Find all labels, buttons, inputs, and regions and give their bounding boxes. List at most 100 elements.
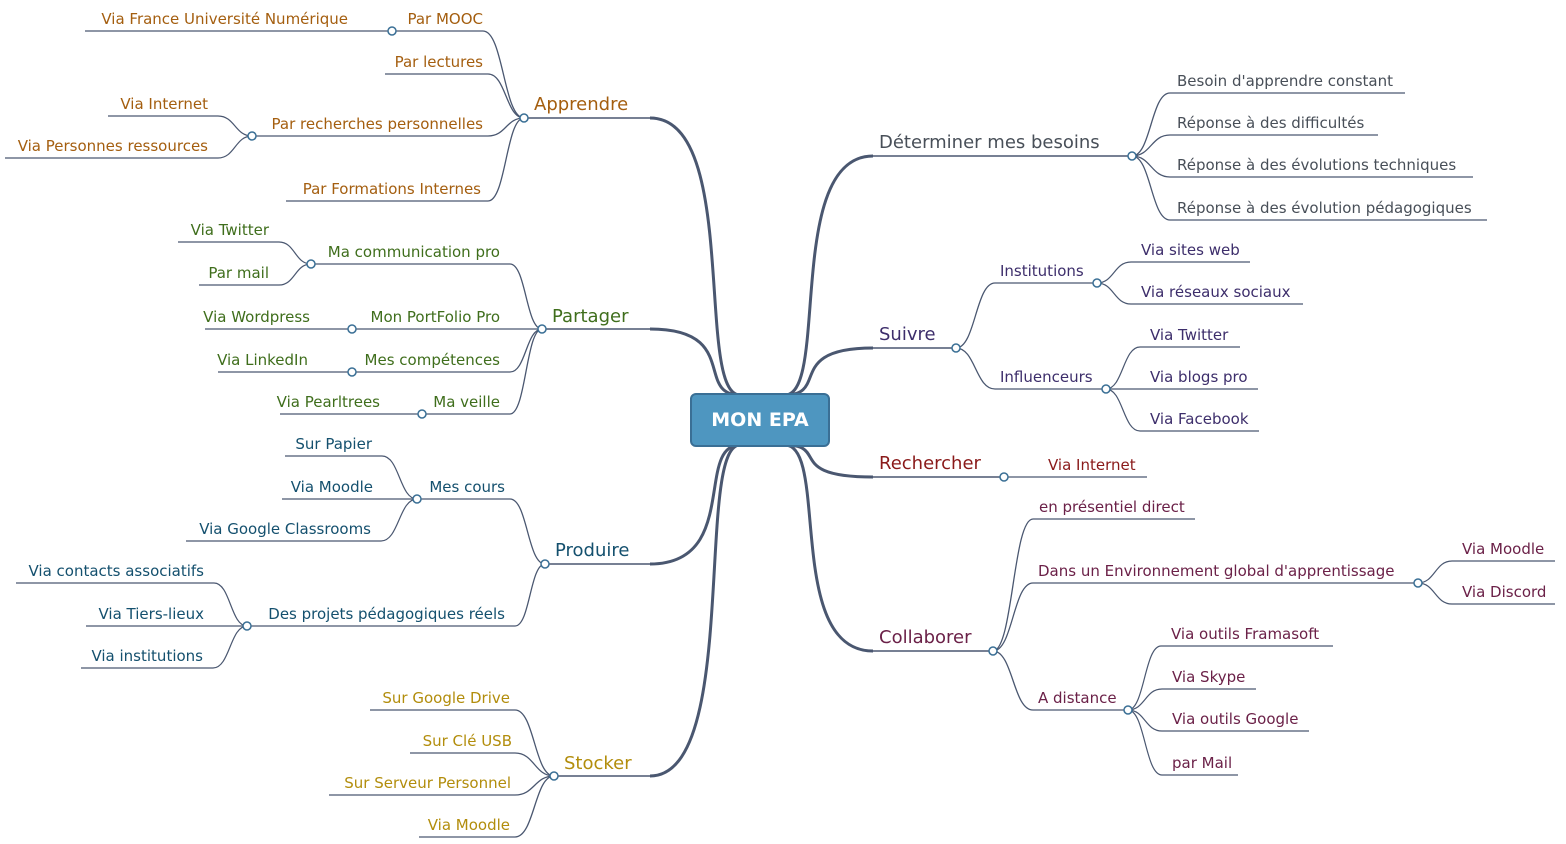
- branch-rechercher-trunk: [784, 443, 874, 479]
- branch-suivre-item-institutions-sub-via-reseaux-sociaux-link: [1096, 282, 1132, 305]
- branch-collaborer-trunk: [784, 443, 874, 653]
- branch-suivre-item-influenceurs-sub-via-twitter-label[interactable]: Via Twitter: [1150, 326, 1229, 344]
- branch-stocker-trunk: [649, 443, 741, 778]
- branch-suivre-item-influenceurs-sub-via-facebook-label[interactable]: Via Facebook: [1150, 410, 1249, 428]
- branch-produire-label[interactable]: Produire: [555, 540, 629, 561]
- branch-produire-item-des-projets-pedagogiques-reels-label[interactable]: Des projets pédagogiques réels: [268, 605, 505, 623]
- branch-suivre-label[interactable]: Suivre: [879, 324, 936, 345]
- branch-stocker-item-via-moodle-label[interactable]: Via Moodle: [428, 816, 510, 834]
- branch-apprendre-item-par-recherches-personnelles-node[interactable]: [247, 131, 257, 141]
- branch-partager-item-ma-veille-sub-via-pearltrees-label[interactable]: Via Pearltrees: [277, 393, 381, 411]
- branch-suivre-item-influenceurs-node[interactable]: [1101, 384, 1111, 394]
- branch-produire-item-mes-cours-sub-via-moodle-label[interactable]: Via Moodle: [291, 478, 373, 496]
- branch-stocker-item-sur-cle-usb-link: [514, 752, 555, 777]
- branch-stocker-item-sur-cle-usb-label[interactable]: Sur Clé USB: [423, 732, 512, 750]
- branch-partager-item-mon-portfolio-pro-sub-via-wordpress-label[interactable]: Via Wordpress: [203, 308, 310, 326]
- branch-apprendre-item-par-recherches-personnelles-label[interactable]: Par recherches personnelles: [272, 115, 484, 133]
- branch-stocker-label[interactable]: Stocker: [564, 753, 632, 774]
- branch-partager-item-ma-communication-pro-label[interactable]: Ma communication pro: [328, 243, 500, 261]
- branch-suivre-item-institutions-sub-via-sites-web-link: [1096, 261, 1132, 284]
- branch-apprendre-item-par-mooc-sub-via-france-universite-numerique-label[interactable]: Via France Université Numérique: [101, 10, 348, 28]
- branch-determiner-mes-besoins-label[interactable]: Déterminer mes besoins: [879, 132, 1100, 153]
- branch-apprendre-item-par-mooc-node[interactable]: [387, 26, 397, 36]
- branch-collaborer-item-a-distance-sub-via-outils-google-label[interactable]: Via outils Google: [1172, 710, 1298, 728]
- branch-produire-item-des-projets-pedagogiques-reels-sub-via-contacts-associatifs-label[interactable]: Via contacts associatifs: [28, 562, 204, 580]
- branch-collaborer-item-a-distance-node[interactable]: [1123, 705, 1133, 715]
- branch-produire-item-mes-cours-label[interactable]: Mes cours: [429, 478, 505, 496]
- branch-suivre-item-institutions-label[interactable]: Institutions: [1000, 262, 1084, 280]
- branch-apprendre-item-par-formations-internes-label[interactable]: Par Formations Internes: [303, 180, 481, 198]
- branch-produire-item-mes-cours-link: [509, 498, 546, 565]
- branch-produire-trunk: [649, 443, 741, 566]
- branch-determiner-mes-besoins-item-reponse-a-des-evolution-pedagogiques-label[interactable]: Réponse à des évolution pédagogiques: [1177, 199, 1472, 217]
- branch-apprendre-item-par-lectures-link: [487, 73, 525, 119]
- branch-determiner-mes-besoins-item-reponse-a-des-difficultes-link: [1131, 134, 1171, 157]
- branch-partager-item-ma-communication-pro-sub-par-mail-link: [278, 263, 312, 286]
- branch-produire-item-des-projets-pedagogiques-reels-node[interactable]: [242, 621, 252, 631]
- branch-apprendre-item-par-lectures-label[interactable]: Par lectures: [395, 53, 484, 71]
- branch-apprendre-item-par-recherches-personnelles-sub-via-internet-link: [217, 115, 253, 137]
- branch-suivre-item-institutions-sub-via-reseaux-sociaux-label[interactable]: Via réseaux sociaux: [1141, 283, 1291, 301]
- branch-apprendre-item-par-recherches-personnelles-sub-via-internet-label[interactable]: Via Internet: [120, 95, 208, 113]
- branch-partager-item-ma-communication-pro-sub-par-mail-label[interactable]: Par mail: [208, 264, 269, 282]
- branch-collaborer-item-a-distance-label[interactable]: A distance: [1038, 689, 1117, 707]
- branch-partager-item-mes-competences-node[interactable]: [347, 367, 357, 377]
- branch-partager-item-ma-veille-label[interactable]: Ma veille: [433, 393, 500, 411]
- branch-partager-item-ma-communication-pro-node[interactable]: [306, 259, 316, 269]
- branch-collaborer-item-dans-un-environnement-global-d-apprentissage-label[interactable]: Dans un Environnement global d'apprentis…: [1038, 562, 1394, 580]
- branch-partager-label[interactable]: Partager: [552, 306, 629, 327]
- branch-apprendre-node[interactable]: [519, 113, 529, 123]
- branch-suivre-item-influenceurs-label[interactable]: Influenceurs: [1000, 368, 1093, 386]
- branch-rechercher-label[interactable]: Rechercher: [879, 453, 982, 474]
- branch-produire-item-des-projets-pedagogiques-reels-sub-via-institutions-label[interactable]: Via institutions: [91, 647, 203, 665]
- branch-produire-item-mes-cours-sub-sur-papier-label[interactable]: Sur Papier: [295, 435, 372, 453]
- branch-partager-item-mes-competences-label[interactable]: Mes compétences: [365, 351, 501, 369]
- branch-stocker-item-sur-serveur-personnel-label[interactable]: Sur Serveur Personnel: [344, 774, 511, 792]
- branch-apprendre-item-par-recherches-personnelles-sub-via-personnes-ressources-link: [217, 135, 253, 159]
- branch-suivre-item-influenceurs-sub-via-twitter-link: [1105, 346, 1141, 390]
- branch-suivre-node[interactable]: [951, 343, 961, 353]
- branch-apprendre-item-par-mooc-label[interactable]: Par MOOC: [407, 10, 483, 28]
- branch-partager-item-ma-communication-pro-sub-via-twitter-link: [278, 241, 312, 265]
- branch-suivre-item-institutions-node[interactable]: [1092, 278, 1102, 288]
- branch-collaborer-item-a-distance-sub-via-skype-label[interactable]: Via Skype: [1172, 668, 1245, 686]
- branch-produire-item-des-projets-pedagogiques-reels-link: [514, 563, 546, 627]
- branch-collaborer-item-a-distance-sub-via-outils-framasoft-label[interactable]: Via outils Framasoft: [1171, 625, 1319, 643]
- branch-produire-item-mes-cours-sub-via-google-classrooms-label[interactable]: Via Google Classrooms: [199, 520, 371, 538]
- branch-collaborer-item-dans-un-environnement-global-d-apprentissage-sub-via-moodle-label[interactable]: Via Moodle: [1462, 540, 1544, 558]
- branch-produire-node[interactable]: [540, 559, 550, 569]
- branch-apprendre-item-par-recherches-personnelles-sub-via-personnes-ressources-label[interactable]: Via Personnes ressources: [18, 137, 208, 155]
- branch-collaborer-label[interactable]: Collaborer: [879, 627, 972, 648]
- branch-partager-item-mes-competences-sub-via-linkedin-label[interactable]: Via LinkedIn: [217, 351, 308, 369]
- branch-partager-node[interactable]: [537, 324, 547, 334]
- branch-stocker-node[interactable]: [549, 771, 559, 781]
- branch-collaborer-item-dans-un-environnement-global-d-apprentissage-link: [992, 582, 1034, 652]
- branch-rechercher-item-via-internet-label[interactable]: Via Internet: [1048, 456, 1136, 474]
- branch-collaborer-item-dans-un-environnement-global-d-apprentissage-sub-via-discord-label[interactable]: Via Discord: [1462, 583, 1546, 601]
- branch-produire-item-mes-cours-node[interactable]: [412, 494, 422, 504]
- branch-determiner-mes-besoins-node[interactable]: [1127, 151, 1137, 161]
- branch-partager-item-ma-communication-pro-sub-via-twitter-label[interactable]: Via Twitter: [191, 221, 270, 239]
- central-topic[interactable]: MON EPA: [690, 393, 830, 447]
- branch-collaborer-item-a-distance-sub-par-mail-label[interactable]: par Mail: [1172, 754, 1232, 772]
- branch-collaborer-item-a-distance-link: [992, 650, 1034, 711]
- branch-suivre-item-influenceurs-link: [955, 347, 996, 390]
- branch-determiner-mes-besoins-item-besoin-d-apprendre-constant-label[interactable]: Besoin d'apprendre constant: [1177, 72, 1393, 90]
- branch-stocker-item-sur-google-drive-label[interactable]: Sur Google Drive: [382, 689, 510, 707]
- branch-partager-item-mon-portfolio-pro-label[interactable]: Mon PortFolio Pro: [371, 308, 500, 326]
- branch-rechercher-node[interactable]: [999, 472, 1009, 482]
- branch-partager-item-ma-veille-node[interactable]: [417, 409, 427, 419]
- branch-suivre-item-influenceurs-sub-via-blogs-pro-label[interactable]: Via blogs pro: [1150, 368, 1248, 386]
- branch-suivre-item-institutions-sub-via-sites-web-label[interactable]: Via sites web: [1141, 241, 1240, 259]
- branch-apprendre-label[interactable]: Apprendre: [534, 94, 628, 115]
- branch-produire-item-mes-cours-sub-via-google-classrooms-link: [380, 498, 418, 542]
- branch-collaborer-item-a-distance-sub-par-mail-link: [1127, 709, 1163, 776]
- branch-collaborer-node[interactable]: [988, 646, 998, 656]
- branch-apprendre-item-par-mooc-link: [482, 30, 525, 119]
- branch-collaborer-item-en-presentiel-direct-label[interactable]: en présentiel direct: [1039, 498, 1185, 516]
- branch-produire-item-des-projets-pedagogiques-reels-sub-via-tiers-lieux-label[interactable]: Via Tiers-lieux: [99, 605, 205, 623]
- branch-collaborer-item-dans-un-environnement-global-d-apprentissage-node[interactable]: [1413, 578, 1423, 588]
- branch-determiner-mes-besoins-item-reponse-a-des-difficultes-label[interactable]: Réponse à des difficultés: [1177, 114, 1365, 132]
- branch-determiner-mes-besoins-item-reponse-a-des-evolutions-techniques-label[interactable]: Réponse à des évolutions techniques: [1177, 156, 1456, 174]
- branch-partager-item-mon-portfolio-pro-node[interactable]: [347, 324, 357, 334]
